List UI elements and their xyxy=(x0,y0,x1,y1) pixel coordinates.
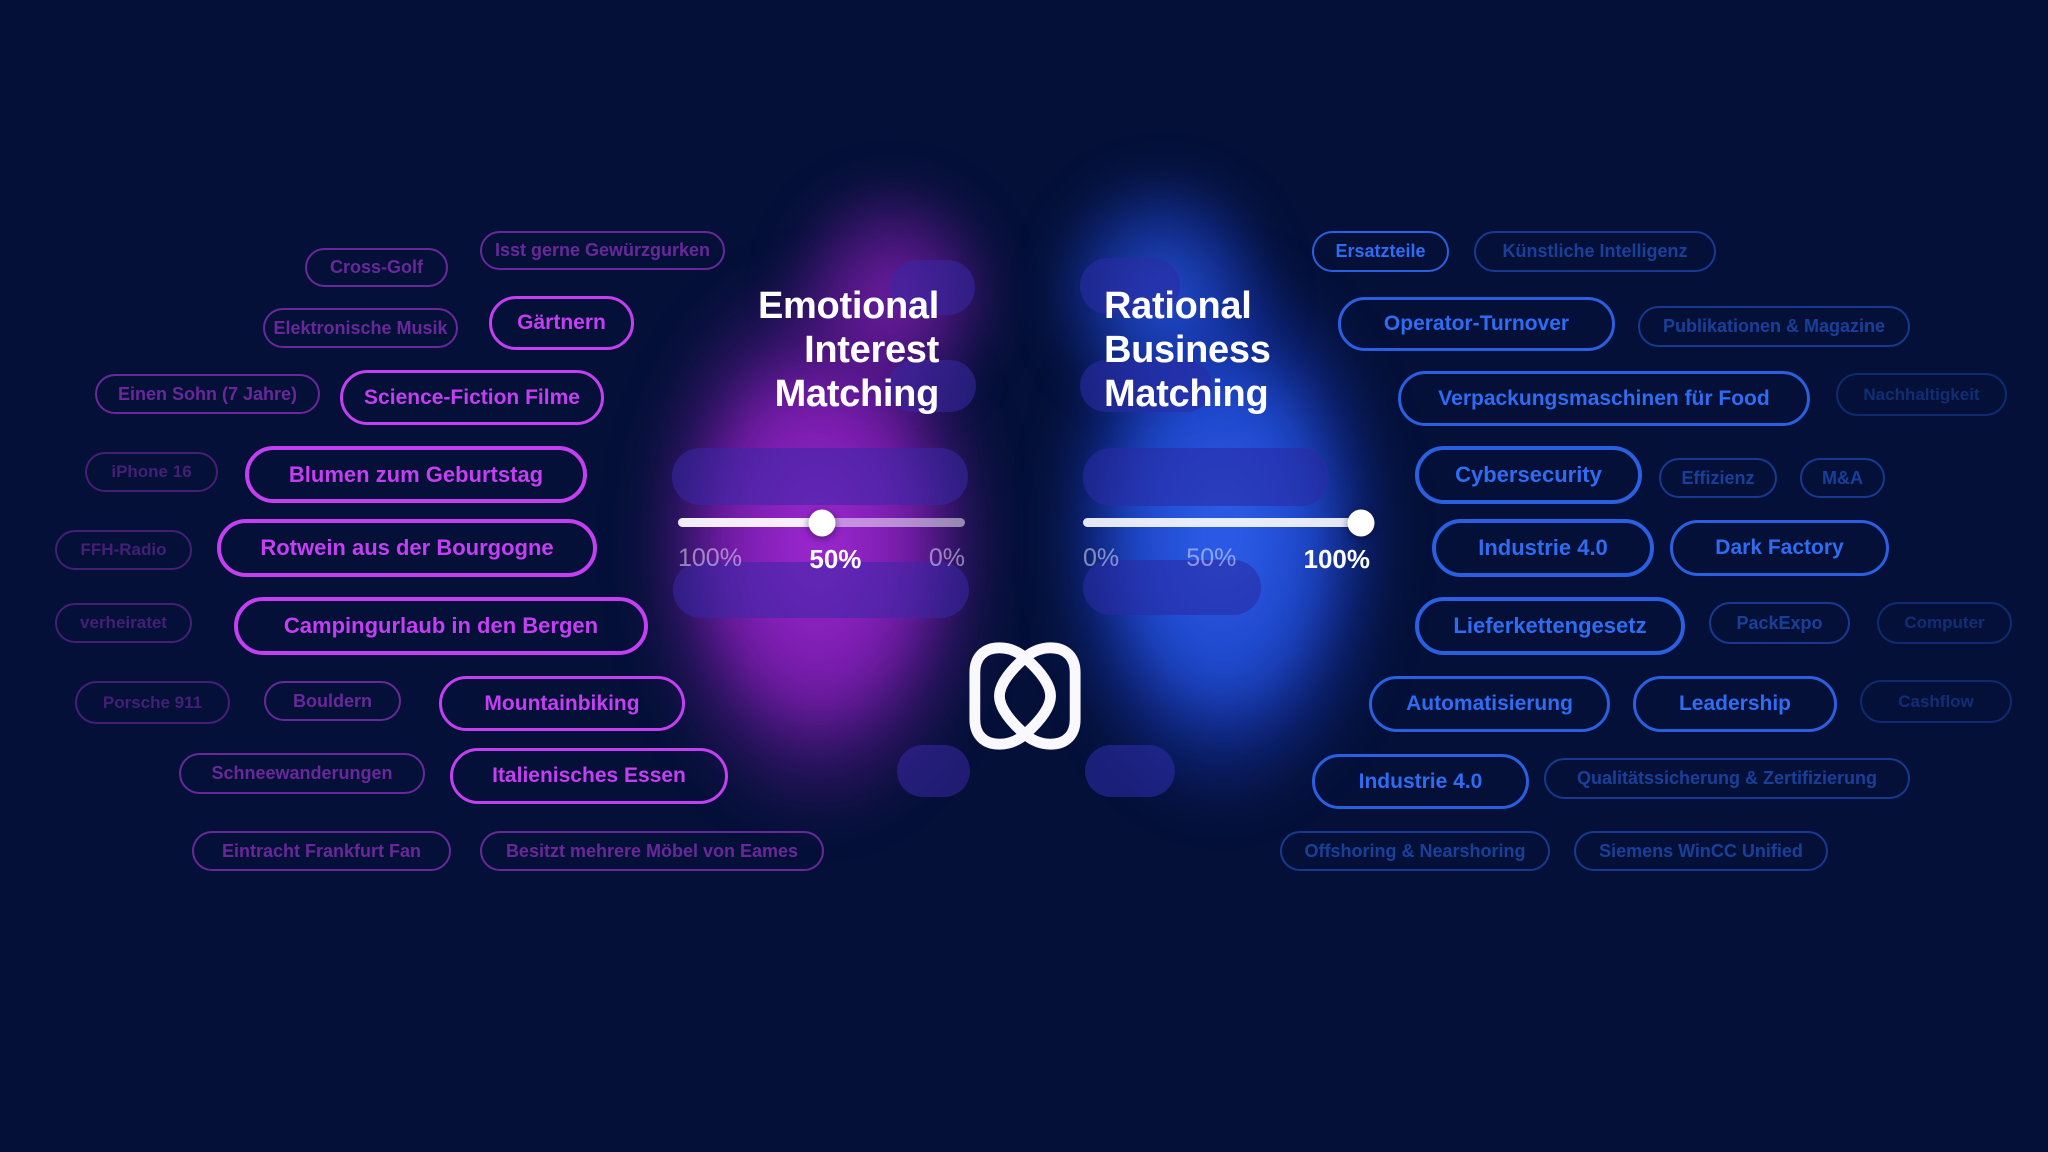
emotional-slider-track[interactable] xyxy=(678,509,965,536)
business-tag[interactable]: Industrie 4.0 xyxy=(1432,519,1654,577)
slider-value-label: 50% xyxy=(809,544,862,574)
business-tag[interactable]: Industrie 4.0 xyxy=(1312,754,1529,809)
glow-pill-decoration xyxy=(673,562,969,618)
interest-tag[interactable]: Cross-Golf xyxy=(305,248,448,287)
business-tag[interactable]: Effizienz xyxy=(1659,458,1777,498)
rational-heading: Rational Business Matching xyxy=(1104,284,1404,416)
rational-slider-labels: 0% 50% 100% xyxy=(1083,544,1370,575)
slider-label: 50% xyxy=(1186,544,1237,572)
business-tag[interactable]: Qualitätssicherung & Zertifizierung xyxy=(1544,758,1910,799)
slider-label: 0% xyxy=(1083,544,1120,572)
glow-pill-decoration xyxy=(888,360,976,412)
business-tag[interactable]: PackExpo xyxy=(1709,602,1850,644)
interest-tag[interactable]: iPhone 16 xyxy=(85,452,218,492)
heading-line: Business xyxy=(1104,329,1271,371)
heading-line: Matching xyxy=(774,373,940,415)
interest-tag[interactable]: Bouldern xyxy=(264,681,401,721)
interest-tag[interactable]: Elektronische Musik xyxy=(263,308,458,348)
interest-tag[interactable]: Isst gerne Gewürzgurken xyxy=(480,231,725,270)
business-tag[interactable]: M&A xyxy=(1800,458,1885,498)
rational-slider-fill xyxy=(1083,518,1370,527)
business-tag[interactable]: Computer xyxy=(1877,602,2012,644)
interest-tag[interactable]: Gärtnern xyxy=(489,296,634,350)
interest-tag[interactable]: Mountainbiking xyxy=(439,676,685,731)
business-tag[interactable]: Cybersecurity xyxy=(1415,446,1642,504)
slider-label: 100% xyxy=(678,544,742,572)
glow-pill-decoration xyxy=(897,745,970,797)
interest-tag[interactable]: Porsche 911 xyxy=(75,681,230,724)
rational-slider: 0% 50% 100% xyxy=(1083,509,1375,575)
interest-tag[interactable]: Schneewanderungen xyxy=(179,753,425,794)
heading-line: Interest xyxy=(804,329,939,371)
heading-line: Emotional xyxy=(758,285,939,327)
glow-pill-decoration xyxy=(1085,745,1175,797)
interest-tag[interactable]: verheiratet xyxy=(55,603,192,643)
business-tag[interactable]: Publikationen & Magazine xyxy=(1638,306,1910,347)
glow-pill-decoration xyxy=(1080,258,1180,314)
emotional-slider-thumb[interactable] xyxy=(808,509,835,536)
business-tag[interactable]: Operator-Turnover xyxy=(1338,297,1615,351)
glow-pill-decoration xyxy=(1083,560,1261,615)
slider-value-label: 100% xyxy=(1303,544,1371,574)
emotional-slider-labels: 100% 50% 0% xyxy=(678,544,965,575)
business-tag[interactable]: Ersatzteile xyxy=(1312,231,1449,272)
business-tag[interactable]: Offshoring & Nearshoring xyxy=(1280,831,1550,871)
business-tag[interactable]: Künstliche Intelligenz xyxy=(1474,231,1716,272)
interest-tag[interactable]: Italienisches Essen xyxy=(450,748,728,804)
heading-line: Rational xyxy=(1104,285,1252,327)
business-tag[interactable]: Siemens WinCC Unified xyxy=(1574,831,1828,871)
slider-label: 0% xyxy=(928,544,965,572)
interest-tag[interactable]: Blumen zum Geburtstag xyxy=(245,446,587,503)
business-tag[interactable]: Cashflow xyxy=(1860,680,2012,723)
brand-logo xyxy=(966,640,1084,752)
interest-tag[interactable]: Rotwein aus der Bourgogne xyxy=(217,519,597,577)
interest-tag[interactable]: Campingurlaub in den Bergen xyxy=(234,597,648,655)
glow-pill-decoration xyxy=(1083,448,1329,506)
emotional-slider-fill xyxy=(678,518,822,527)
interest-tag[interactable]: Eintracht Frankfurt Fan xyxy=(192,831,451,871)
business-tag[interactable]: Dark Factory xyxy=(1670,520,1889,576)
business-tag[interactable]: Automatisierung xyxy=(1369,676,1610,732)
interest-tag[interactable]: Besitzt mehrere Möbel von Eames xyxy=(480,831,824,871)
glow-pill-decoration xyxy=(1080,360,1212,412)
business-tag[interactable]: Lieferkettengesetz xyxy=(1415,597,1685,655)
heading-line: Matching xyxy=(1104,373,1269,415)
interest-tag[interactable]: Science-Fiction Filme xyxy=(340,370,604,425)
glow-pill-decoration xyxy=(890,260,975,315)
glow-pill-decoration xyxy=(672,448,968,505)
interlocking-loops-icon xyxy=(969,642,1081,750)
rational-slider-track[interactable] xyxy=(1083,509,1375,536)
emotional-slider: 100% 50% 0% xyxy=(678,509,965,575)
interest-tag[interactable]: Einen Sohn (7 Jahre) xyxy=(95,374,320,414)
business-tag[interactable]: Verpackungsmaschinen für Food xyxy=(1398,371,1810,426)
interest-tag[interactable]: FFH-Radio xyxy=(55,530,192,570)
business-tag[interactable]: Leadership xyxy=(1633,676,1837,732)
rational-slider-thumb[interactable] xyxy=(1347,509,1375,536)
business-tag[interactable]: Nachhaltigkeit xyxy=(1836,373,2007,416)
emotional-heading: Emotional Interest Matching xyxy=(652,284,939,416)
